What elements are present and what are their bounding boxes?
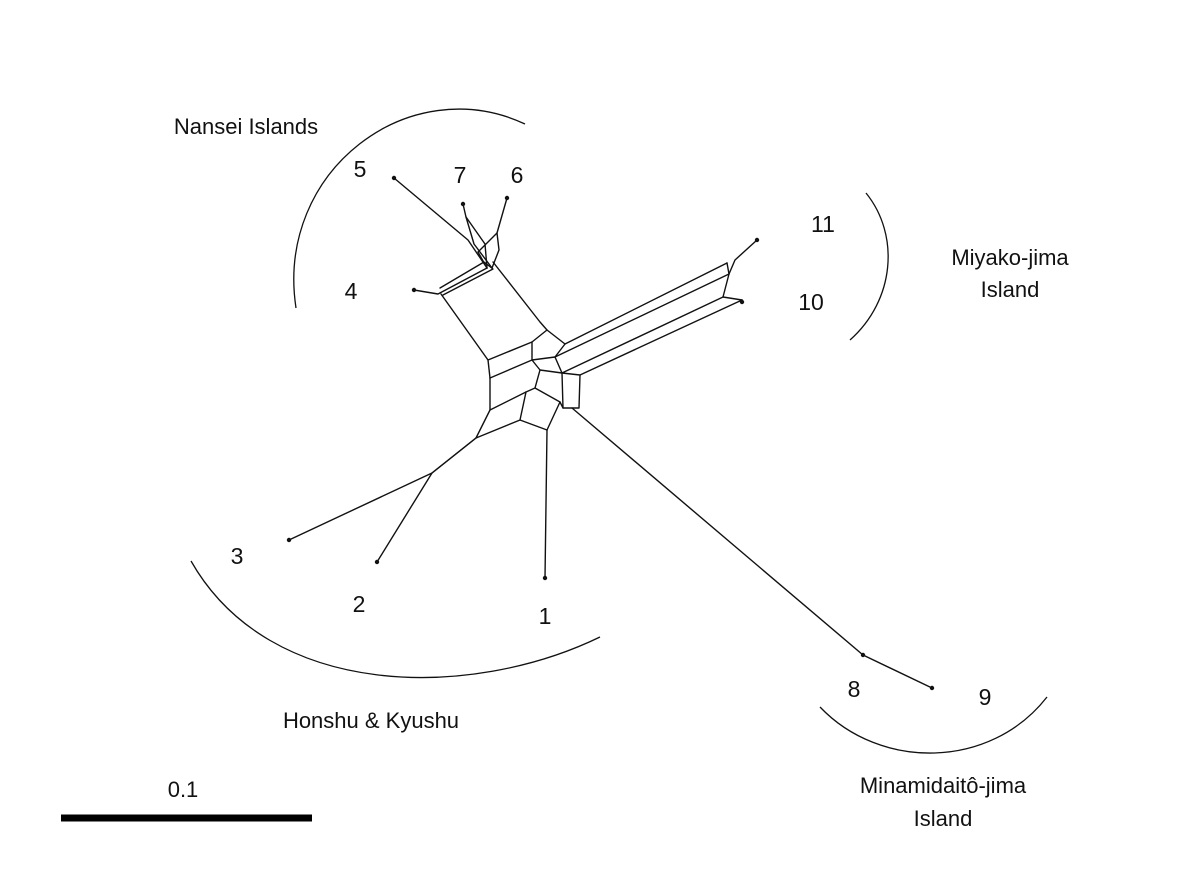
taxon-label-4: 4 bbox=[345, 278, 358, 304]
taxon-label-8: 8 bbox=[848, 676, 861, 702]
edge-taxon-5 bbox=[393, 177, 488, 269]
edge-minamidaito bbox=[571, 407, 864, 656]
scale-bar-label: 0.1 bbox=[168, 777, 199, 802]
taxon-label-1: 1 bbox=[539, 603, 552, 629]
tip-4 bbox=[411, 287, 417, 293]
group-label-minamidaito-line2: Island bbox=[914, 806, 973, 831]
edge-center-2 bbox=[489, 359, 541, 389]
group-label-honshu: Honshu & Kyushu bbox=[283, 708, 459, 733]
taxon-label-11: 11 bbox=[811, 211, 835, 237]
edge-taxon-7 bbox=[462, 203, 488, 269]
edge-center-5 bbox=[475, 409, 548, 439]
edge-center-7 bbox=[559, 372, 564, 409]
minamidaito-arc bbox=[819, 696, 1048, 754]
tip-5 bbox=[391, 175, 397, 181]
tip-10 bbox=[739, 299, 745, 305]
edge-miyako-mid1 bbox=[554, 273, 730, 358]
edge-nansei-left bbox=[440, 293, 491, 379]
tip-8 bbox=[860, 652, 866, 658]
miyako-arc bbox=[849, 192, 889, 341]
nansei-arc bbox=[293, 108, 526, 309]
tip-2 bbox=[374, 559, 380, 565]
edge-taxon-11 bbox=[728, 239, 758, 275]
tip-7 bbox=[460, 201, 466, 207]
tip-11 bbox=[754, 237, 760, 243]
edge-taxon-9 bbox=[862, 654, 933, 689]
edge-center-1 bbox=[487, 329, 566, 361]
edge-miyako-upper bbox=[564, 262, 728, 345]
taxon-label-7: 7 bbox=[454, 162, 467, 188]
group-label-miyako-line1: Miyako-jima bbox=[951, 245, 1069, 270]
edge-center-4 bbox=[489, 377, 561, 431]
taxon-label-6: 6 bbox=[511, 162, 524, 188]
network-edges bbox=[288, 177, 933, 689]
edge-miyako-tip-box bbox=[722, 262, 743, 301]
taxon-label-5: 5 bbox=[354, 156, 367, 182]
edge-center-8 bbox=[561, 372, 581, 409]
tip-1 bbox=[542, 575, 548, 581]
edge-taxon-4 bbox=[413, 267, 488, 295]
taxon-label-3: 3 bbox=[231, 543, 244, 569]
group-label-miyako-line2: Island bbox=[981, 277, 1040, 302]
tip-9 bbox=[929, 685, 935, 691]
honshu-arc bbox=[190, 560, 601, 679]
edge-taxon-3 bbox=[288, 437, 477, 541]
tip-6 bbox=[504, 195, 510, 201]
taxon-label-9: 9 bbox=[979, 684, 992, 710]
tip-3 bbox=[286, 537, 292, 543]
group-label-minamidaito-line1: Minamidaitô-jima bbox=[860, 773, 1027, 798]
edge-nansei-right bbox=[492, 261, 548, 331]
edge-taxon-6 bbox=[477, 197, 508, 269]
edge-miyako-lower bbox=[579, 299, 743, 376]
edge-taxon-2 bbox=[376, 437, 477, 563]
edge-center-3 bbox=[531, 341, 563, 374]
edge-box-4 bbox=[439, 261, 494, 296]
edge-center-6 bbox=[519, 391, 527, 421]
taxon-label-10: 10 bbox=[798, 289, 824, 315]
taxon-label-2: 2 bbox=[353, 591, 366, 617]
edge-miyako-mid2 bbox=[561, 296, 724, 374]
tip-markers bbox=[286, 175, 935, 691]
edge-taxon-1 bbox=[544, 429, 548, 579]
group-label-nansei: Nansei Islands bbox=[174, 114, 318, 139]
